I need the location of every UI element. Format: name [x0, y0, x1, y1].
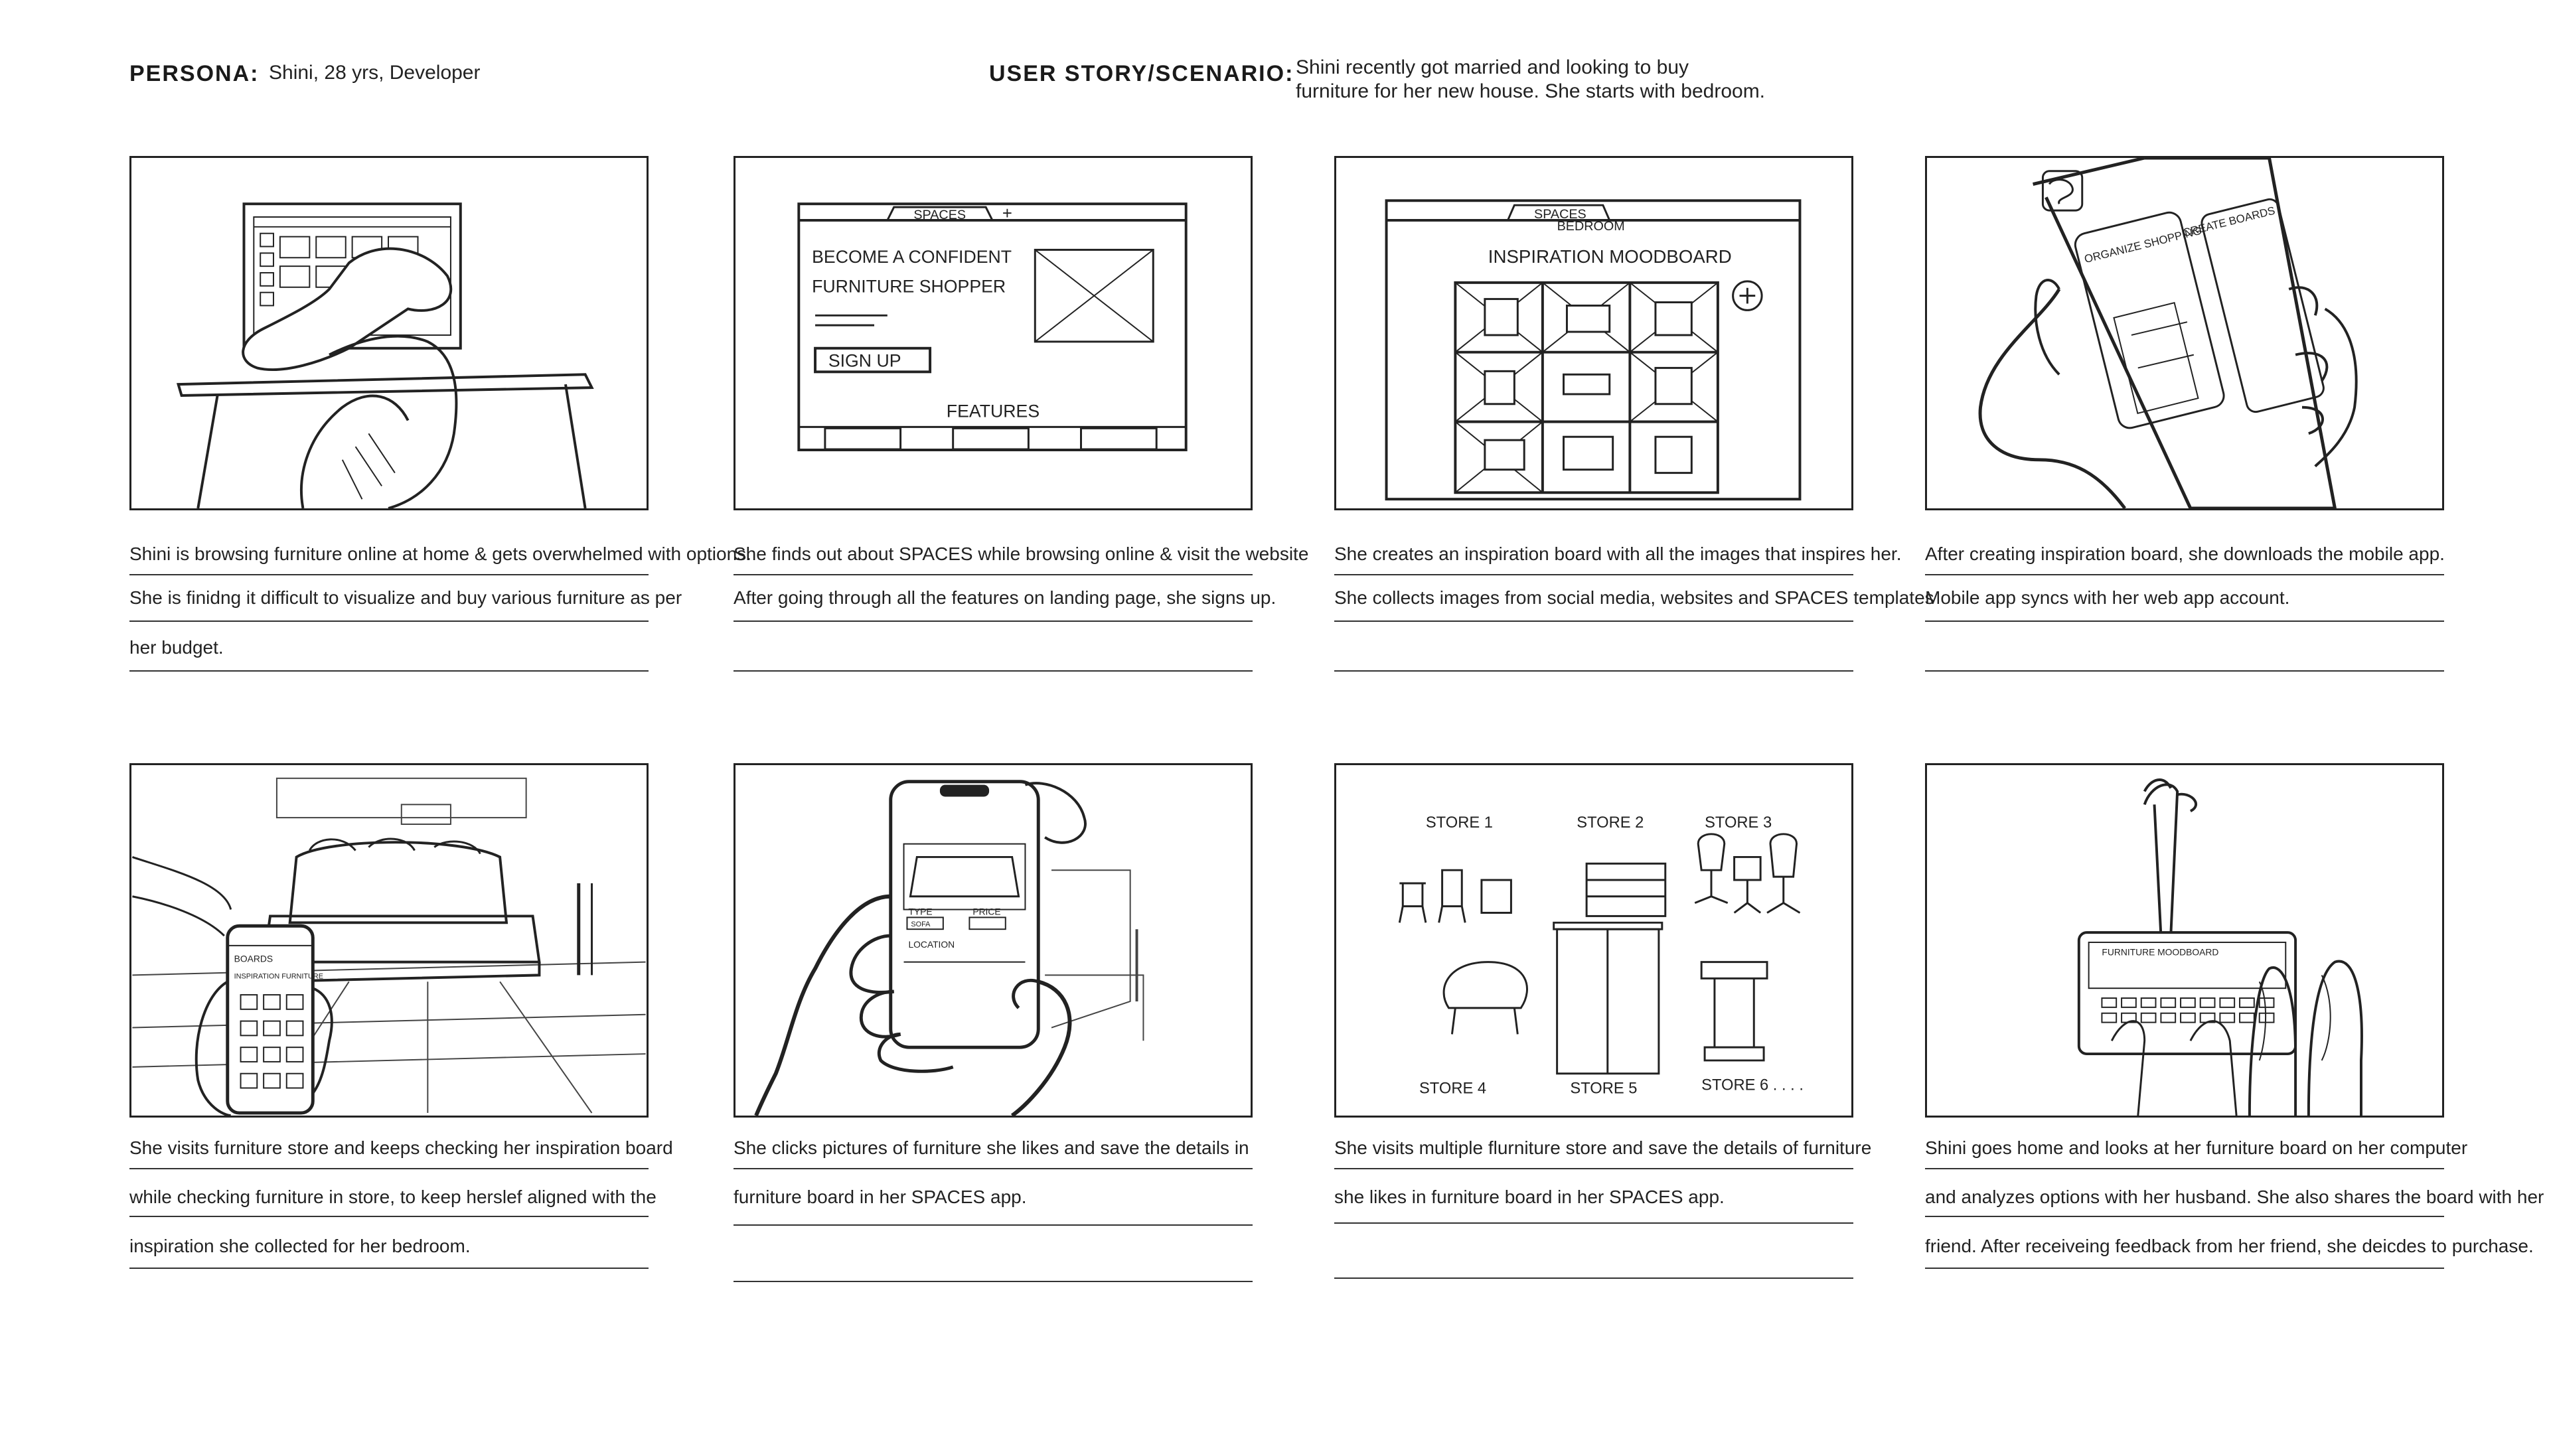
storyboard-frame-2: SPACES + BECOME A CONFIDENT FURNITURE SH… [734, 156, 1253, 510]
story-line: furniture for her new house. She starts … [1296, 80, 1766, 102]
caption-line [734, 581, 1253, 622]
storyboard-frame-7: STORE 1 STORE 2 STORE 3 STORE 4 STORE 5 … [1334, 763, 1853, 1118]
sketch-label: INSPIRATION MOODBOARD [1488, 246, 1732, 267]
caption-text: She creates an inspiration board with al… [1334, 544, 1902, 564]
sketch-moodboard: SPACES BEDROOM [1385, 199, 1802, 501]
caption-line [1334, 630, 1853, 672]
sketch-label: FEATURES [947, 401, 1040, 421]
persona-label: PERSONA: [129, 61, 260, 86]
sketch-label: BECOME A CONFIDENT [812, 247, 1012, 267]
sketch-clicking-photo: TYPE PRICE SOFA LOCATION [754, 780, 1144, 1116]
caption-line [129, 534, 649, 575]
caption-text: She is finidng it difficult to visualize… [129, 587, 682, 608]
caption-text: friend. After receiveing feedback from h… [1925, 1236, 2534, 1256]
storyboard-frame-8: FURNITURE MOODBOARD [1925, 763, 2444, 1118]
sketch-label: STORE 2 [1577, 814, 1644, 832]
sketch-label: SPACES [1534, 207, 1586, 222]
caption-text: while checking furniture in store, to ke… [129, 1187, 657, 1207]
sketch-label: LOCATION [908, 939, 955, 950]
sketch-store-visit: BOARDS INSPIRATION FURNITURE [131, 777, 646, 1116]
sketch-label: INSPIRATION FURNITURE [234, 972, 323, 980]
storyboard-frame-3: SPACES BEDROOM [1334, 156, 1853, 510]
story-line: Shini recently got married and looking t… [1296, 56, 1689, 78]
caption-line [734, 630, 1253, 672]
caption-text: furniture board in her SPACES app. [734, 1187, 1027, 1207]
caption-line [1925, 1128, 2444, 1169]
sketch-label: SIGN UP [828, 350, 901, 370]
caption-line [1334, 1183, 1853, 1224]
caption-line [734, 1128, 1253, 1169]
persona-value: Shini, 28 yrs, Developer [269, 62, 481, 84]
caption-text: After going through all the features on … [734, 587, 1276, 608]
caption-text: She visits furniture store and keeps che… [129, 1137, 673, 1158]
caption-text: and analyzes options with her husband. S… [1925, 1187, 2544, 1207]
sketch-label: STORE 6 . . . . [1701, 1076, 1804, 1094]
caption-line [129, 581, 649, 622]
caption-text: she likes in furniture board in her SPAC… [1334, 1187, 1725, 1207]
story-label: USER STORY/SCENARIO: [989, 61, 1294, 86]
sketch-label: TYPE [908, 906, 932, 916]
sketch-label: STORE 4 [1419, 1080, 1486, 1097]
caption-line [1925, 534, 2444, 575]
caption-line [1334, 1128, 1853, 1169]
sketch-landing-page: SPACES + BECOME A CONFIDENT FURNITURE SH… [797, 202, 1188, 451]
caption-text: Mobile app syncs with her web app accoun… [1925, 587, 2290, 608]
caption-line [129, 1128, 649, 1169]
svg-text:+: + [1002, 204, 1012, 223]
caption-line [1925, 630, 2444, 672]
sketch-home-laptop: FURNITURE MOODBOARD [2077, 778, 2363, 1116]
sketch-label: BEDROOM [1557, 219, 1625, 234]
caption-text: inspiration she collected for her bedroo… [129, 1236, 471, 1256]
caption-line [1925, 581, 2444, 622]
sketch-label: STORE 1 [1426, 814, 1493, 832]
storyboard-frame-1 [129, 156, 649, 510]
storyboard-frame-4: ORGANIZE SHOPPING CREATE BOARDS [1925, 156, 2444, 510]
sketch-browsing-at-home [176, 202, 594, 508]
caption-line [1925, 1176, 2444, 1217]
caption-line [129, 1176, 649, 1217]
sketch-multiple-stores: STORE 1 STORE 2 STORE 3 STORE 4 STORE 5 … [1398, 814, 1804, 1097]
caption-text: After creating inspiration board, she do… [1925, 544, 2445, 564]
caption-line [1925, 1228, 2444, 1269]
caption-line [1334, 1238, 1853, 1279]
sketch-label: SPACES [913, 208, 966, 222]
caption-text: She finds out about SPACES while browsin… [734, 544, 1309, 564]
caption-line [129, 630, 649, 672]
sketch-label: PRICE [972, 906, 1000, 916]
storyboard-frame-5: BOARDS INSPIRATION FURNITURE [129, 763, 649, 1118]
caption-line [129, 1228, 649, 1269]
caption-line [734, 1241, 1253, 1282]
caption-line [734, 534, 1253, 575]
caption-line [734, 1185, 1253, 1226]
caption-line [1334, 581, 1853, 622]
caption-line [1334, 534, 1853, 575]
caption-text: She clicks pictures of furniture she lik… [734, 1137, 1249, 1158]
caption-text: Shini is browsing furniture online at ho… [129, 544, 751, 564]
sketch-label: FURNITURE SHOPPER [812, 277, 1006, 297]
sketch-mobile-app: ORGANIZE SHOPPING CREATE BOARDS [1978, 158, 2358, 508]
caption-text: She collects images from social media, w… [1334, 587, 1934, 608]
caption-text: She visits multiple flurniture store and… [1334, 1137, 1872, 1158]
sketch-label: STORE 5 [1570, 1080, 1637, 1097]
storyboard-frame-6: TYPE PRICE SOFA LOCATION [734, 763, 1253, 1118]
sketch-label: BOARDS [234, 954, 273, 964]
sketch-label: SOFA [911, 920, 931, 928]
caption-text: her budget. [129, 637, 224, 658]
sketch-label: STORE 3 [1705, 814, 1772, 832]
caption-text: Shini goes home and looks at her furnitu… [1925, 1137, 2468, 1158]
sketch-label: FURNITURE MOODBOARD [2102, 947, 2218, 958]
story-text: Shini recently got married and looking t… [1296, 56, 1765, 104]
